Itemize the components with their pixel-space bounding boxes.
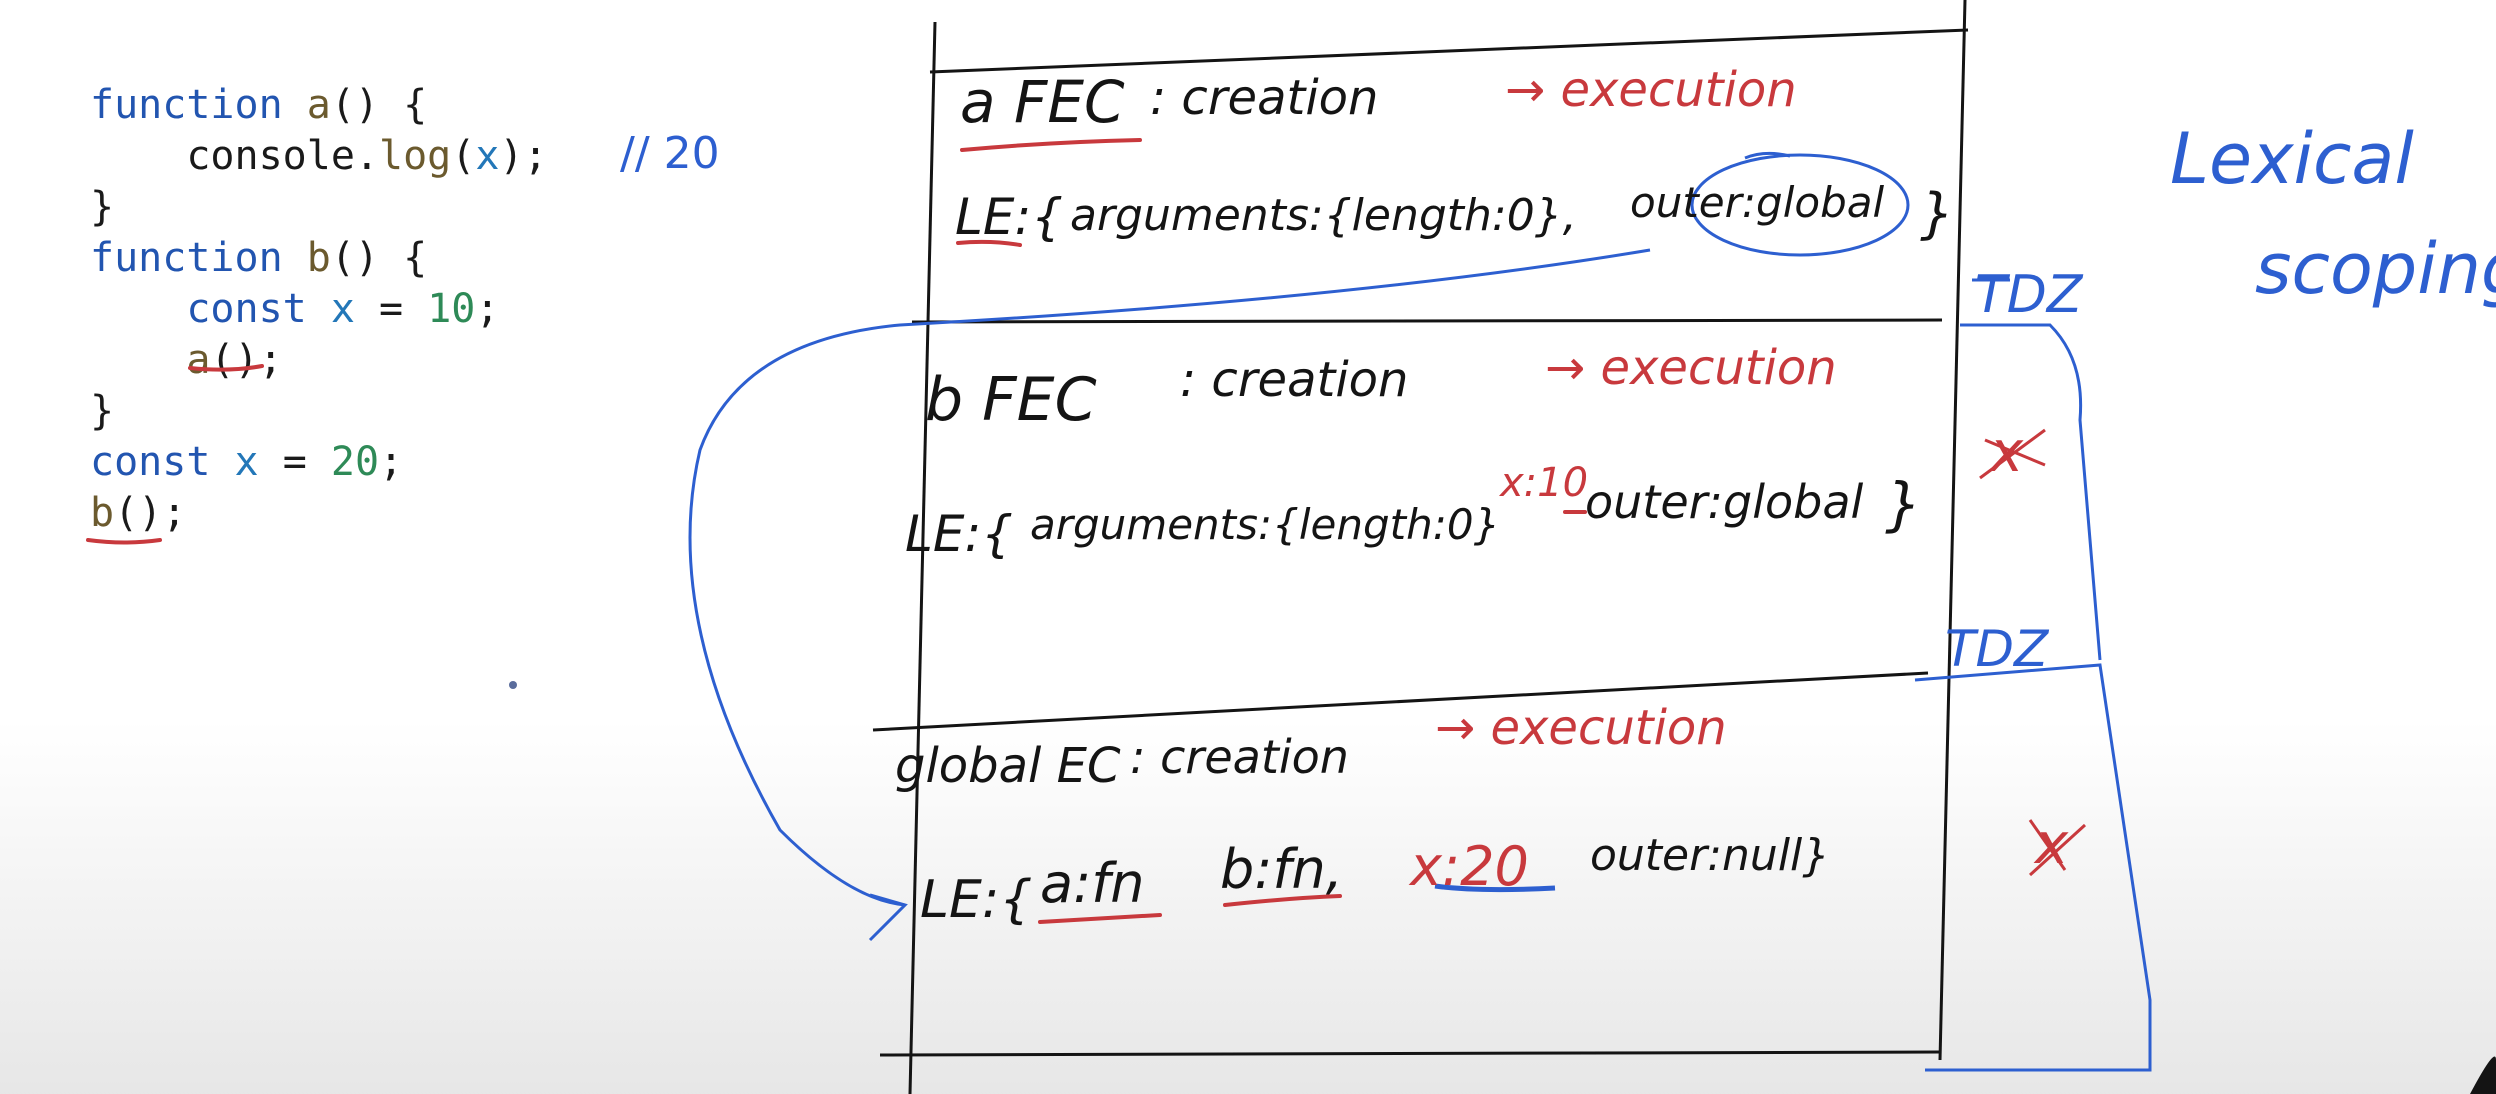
code-token: a [306,82,331,128]
code-token: const [90,286,307,332]
crossed-x-upper: x [1990,420,2024,485]
a-fec-le-outer: outer:global [1630,178,1885,227]
global-ec-le-outer: outer:null} [1590,830,1831,881]
b-fec-le-x: x:10 [1500,460,1589,506]
code-token: = [258,439,331,485]
a-fec-le-args: arguments:{length:0}, [1070,190,1577,241]
a-fec-creation: : creation [1150,70,1379,126]
global-ec-title: global EC [895,738,1121,794]
code-token: (); [210,337,283,383]
code-token: } [90,388,115,434]
b-fec-le-outer: outer:global [1585,475,1864,529]
lexical-note: Lexical [2170,118,2414,200]
tdz-label-lower: TDZ [1945,620,2049,678]
b-fec-title: b FEC [925,365,1097,435]
code-line: function a() { [90,80,548,131]
b-fec-le-args: arguments:{length:0} [1030,500,1501,549]
a-fec-le-close: } [1920,182,1955,245]
code-line: console.log(x); [90,131,548,182]
code-token: console. [90,133,379,179]
code-token: x [330,286,355,332]
tdz-bracket [1914,278,2152,1072]
code-token: ); [499,133,548,179]
code-token: 10 [427,286,476,332]
call-stack-box [872,0,1969,1094]
global-ec-creation: : creation [1130,730,1349,784]
code-token: ( [451,133,476,179]
red-underlines [86,138,1587,924]
edge-marker [2470,1056,2496,1094]
tdz-label-upper: TDZ [1975,265,2083,325]
code-line: function b() { [90,233,548,284]
global-ec-le-x: x:20 [1410,835,1529,898]
code-line: const x = 10; [90,284,548,335]
scope-chain-arrow [688,151,1910,942]
code-line: b(); [90,488,548,539]
crossed-out-marks [1979,428,2087,877]
global-ec-le-a: a:fn [1040,852,1145,915]
scoping-note: scoping [2255,228,2496,310]
a-fec-title: a FEC [960,68,1125,136]
code-token: a [186,337,211,383]
code-token: log [378,133,452,179]
b-fec-creation: : creation [1180,352,1409,408]
code-token: b [306,235,331,281]
code-token: x [234,439,259,485]
a-fec-le-open: LE:{ [955,188,1064,246]
code-snippet: function a() { console.log(x);}function … [90,80,548,539]
b-fec-le-close: } [1885,470,1922,538]
code-token: } [90,184,115,230]
b-fec-execution: → execution [1545,340,1837,396]
b-fec-le-open: LE:{ [905,505,1014,563]
code-token: const [90,439,211,485]
code-token: b [90,490,115,536]
code-line: } [90,386,548,437]
crossed-x-lower: x [2035,812,2069,877]
stray-dot [509,681,517,689]
a-fec-execution: → execution [1505,62,1797,118]
global-ec-le-open: LE:{ [920,870,1033,930]
code-token: x [475,133,500,179]
global-ec-le-b: b:fn, [1220,838,1343,901]
code-token: ; [475,286,500,332]
code-token: = [354,286,428,332]
code-token: ; [379,439,404,485]
global-ec-execution: → execution [1435,700,1727,756]
code-line: a(); [90,335,548,386]
code-line: } [90,182,548,233]
code-token: () { [330,82,428,128]
code-token: function [90,235,283,281]
code-token: () { [330,235,428,281]
code-token: 20 [330,439,380,485]
code-token: (); [114,490,187,536]
code-token: function [90,82,283,128]
code-line: const x = 20; [90,437,548,488]
console-output-note: // 20 [620,128,720,179]
